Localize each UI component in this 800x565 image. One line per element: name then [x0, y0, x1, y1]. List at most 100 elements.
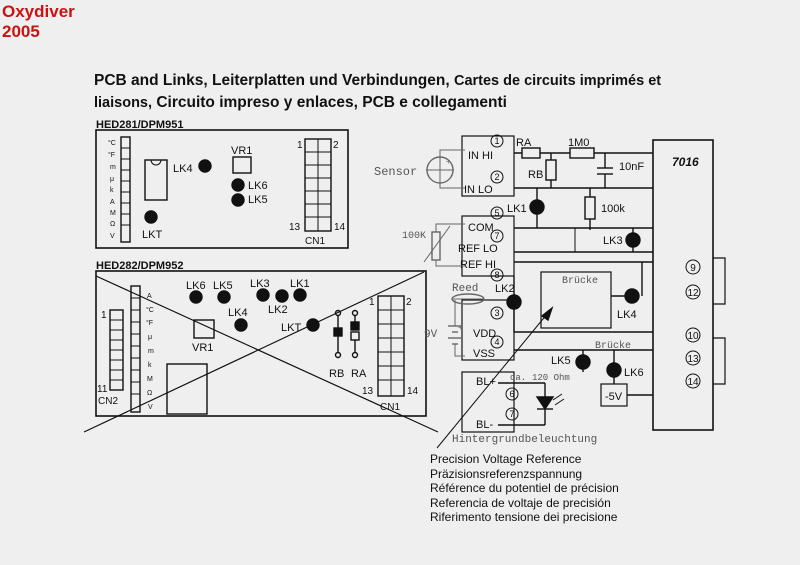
b2-cn1-pin1: 1: [369, 297, 375, 308]
resistor-ra: [521, 147, 541, 159]
b1-unit-4: k: [110, 187, 114, 194]
b2-lk6-label: LK6: [186, 280, 206, 292]
r100k-label: 100k: [601, 203, 625, 215]
schem-lk1-label: LK1: [507, 203, 527, 215]
legend-line-4: Referencia de voltaje de precisión: [430, 495, 611, 510]
b2-lkt-label: LKT: [281, 322, 301, 334]
pin-label-ref-lo: REF LO: [458, 243, 498, 255]
b1-lk5-label: LK5: [248, 194, 268, 206]
pin-num-7b: 7: [509, 409, 514, 419]
b2-vr1-label: VR1: [192, 342, 213, 354]
b1-unit-8: V: [110, 233, 115, 240]
title-part-4: Circuito impreso y enlaces, PCB e colleg…: [156, 94, 507, 111]
pin-label-vss: VSS: [473, 348, 495, 360]
board-2: HED282/DPM952 1 11 CN2: [83, 260, 439, 433]
pin-label-vdd: VDD: [473, 328, 496, 340]
resistor-100k: [584, 196, 596, 220]
b2-unit-7: Ω: [147, 390, 152, 397]
b1-cn1-label: CN1: [305, 236, 325, 247]
b2-unit-2: °F: [146, 319, 153, 327]
legend-line-5: Riferimento tensione dei precisione: [430, 510, 618, 524]
neg5v-label: -5V: [605, 391, 623, 403]
b1-unit-3: μ: [110, 176, 114, 183]
b2-lk4-link: [234, 318, 248, 332]
legend-line-2: Präzisionsreferenzspannung: [430, 466, 583, 481]
board-2-side-strip: [130, 285, 141, 413]
board-1-label: HED281/DPM951: [96, 119, 183, 131]
sensor-label: Sensor: [374, 165, 417, 179]
board-2-cross-1: [83, 271, 425, 433]
pin-label-bl-plus: BL+: [476, 376, 496, 388]
brand-year: 2005: [2, 22, 40, 41]
schem-lk3-label: LK3: [603, 235, 623, 247]
1m0-label: 1M0: [568, 137, 589, 149]
b2-lk5-link: [217, 290, 231, 304]
b1-lk6-label: LK6: [248, 180, 268, 192]
cap-label: 10nF: [619, 161, 644, 173]
b2-cn2-pin11: 11: [97, 384, 108, 395]
b1-lk4-label: LK4: [173, 163, 193, 175]
b1-unit-2: m: [110, 164, 116, 171]
chip-pin-13: 13: [687, 354, 699, 365]
b2-unit-1: °C: [146, 306, 154, 314]
b2-lk1-label: LK1: [290, 278, 310, 290]
schem-lk6-label: LK6: [624, 367, 644, 379]
pin-label-in-lo: IN LO: [464, 184, 493, 196]
b1-cn1-pin1: 1: [297, 140, 303, 151]
svg-text:+: +: [446, 157, 451, 166]
svg-text:+: +: [458, 323, 463, 332]
title-part-3: liaisons,: [94, 95, 153, 111]
b1-lk4-link: [198, 159, 212, 173]
b1-unit-6: M: [110, 210, 116, 217]
r120-label: 120 Ohm: [532, 373, 570, 383]
pin-num-3: 3: [494, 308, 499, 318]
b2-lk4-label: LK4: [228, 307, 248, 319]
legend-line-3: Référence du potentiel de précision: [430, 481, 619, 495]
b2-lkt-link: [306, 318, 320, 332]
pin-num-6: 6: [509, 389, 514, 399]
b2-cn1-pin13: 13: [362, 386, 374, 397]
board-2-outline: [95, 270, 427, 417]
schem-lk4-label: LK4: [617, 309, 637, 321]
b2-lk3-label: LK3: [250, 278, 270, 290]
title-part-1: PCB and Links, Leiterplatten und Verbind…: [94, 72, 450, 89]
b2-unit-5: k: [148, 362, 152, 369]
schem-lk3: [625, 232, 641, 248]
legend-line-1: Precision Voltage Reference: [430, 452, 582, 466]
b2-cn1-pin14: 14: [407, 386, 419, 397]
b2-unit-4: m: [148, 348, 154, 355]
b2-lk6-link: [189, 290, 203, 304]
b2-cn2-pin1: 1: [101, 310, 107, 321]
chip-7016: [652, 139, 714, 431]
b1-cn1-pin14: 14: [334, 222, 346, 233]
b2-vr1-pot: [193, 319, 215, 339]
b1-vr1-label: VR1: [231, 145, 252, 157]
schem-lk1: [529, 199, 545, 215]
b2-cn1-pin2: 2: [406, 297, 412, 308]
board-1-ic: [144, 159, 168, 201]
brand-name: Oxydiver: [2, 2, 75, 21]
b2-window: [166, 363, 208, 415]
reed-label: Reed: [452, 283, 478, 295]
b2-unit-6: M: [147, 376, 153, 383]
board-1: HED281/DPM951 °C °F m μ k A M Ω V: [95, 119, 349, 249]
b1-lk6-link: [231, 178, 245, 192]
b1-lkt-label: LKT: [142, 229, 162, 241]
bruecke-box-1: [540, 271, 612, 329]
b1-unit-0: °C: [108, 139, 116, 147]
pin-num-7a: 7: [494, 231, 499, 241]
pot-label: 100K: [402, 231, 426, 242]
b2-unit-0: A: [147, 293, 152, 300]
schem-lk4: [624, 288, 640, 304]
b1-cn1-pin13: 13: [289, 222, 301, 233]
pin-num-4: 4: [494, 337, 499, 347]
board-1-side-strip: [120, 136, 131, 243]
backlight-label: Hintergrundbeleuchtung: [452, 434, 597, 446]
schem-lk6: [606, 362, 622, 378]
resistor-1m0: [569, 147, 595, 159]
pin-label-com: COM: [468, 222, 494, 234]
schem-lk5-label: LK5: [551, 355, 571, 367]
pin-label-bl-minus: BL-: [476, 419, 493, 431]
